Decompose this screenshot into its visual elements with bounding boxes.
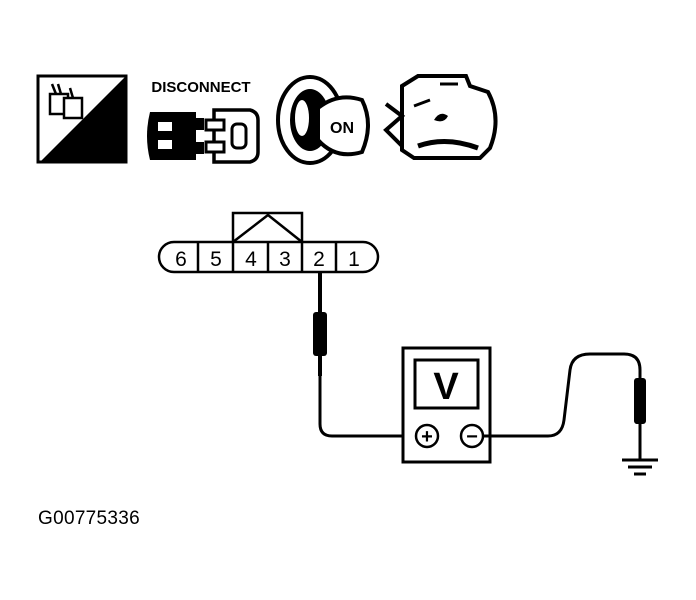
harness-ts-icon: T.S. [36,74,128,164]
pin-label: 6 [175,248,187,271]
positive-probe [313,272,327,376]
pin-label: 3 [279,248,291,271]
voltmeter-display [413,358,480,410]
ignition-key-on-icon: ON [276,75,370,165]
engine-icon [383,74,498,160]
disconnect-label: DISCONNECT [151,79,250,96]
voltmeter: V + − [401,346,492,464]
negative-lead-wire [483,352,642,438]
figure-id: G00775336 [38,508,141,529]
pin-label: 4 [245,248,257,271]
positive-lead-wire [318,376,418,438]
disconnect-connector-icon: DISCONNECT [147,79,260,164]
ts-label: T.S. [79,137,120,164]
positive-terminal [414,423,440,449]
connector-pin-block: 6 5 4 3 2 1 [157,211,380,274]
positive-terminal-symbol: + [421,426,433,448]
connector-lock-tab [231,211,304,242]
pin-label: 1 [348,248,360,271]
pin-label: 5 [210,248,222,271]
pin-label: 2 [313,248,325,271]
negative-terminal-symbol: − [466,426,478,448]
voltmeter-display-label: V [433,366,459,408]
ignition-on-label: ON [330,120,354,137]
ground-symbol [622,458,658,476]
negative-probe [634,378,646,460]
